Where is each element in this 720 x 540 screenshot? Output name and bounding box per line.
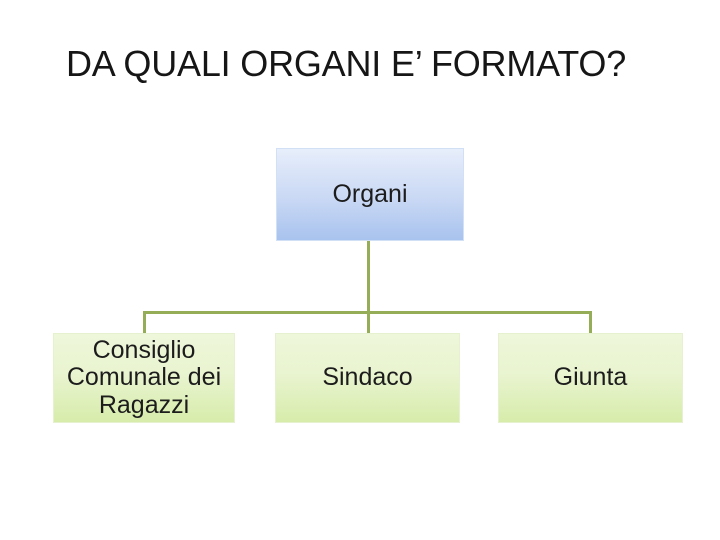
- connector-left-vertical: [143, 311, 146, 334]
- connector-middle-vertical: [367, 311, 370, 334]
- org-node-sindaco-label: Sindaco: [322, 363, 413, 392]
- org-node-giunta: Giunta: [498, 333, 683, 423]
- org-node-consiglio: Consiglio Comunale dei Ragazzi: [53, 333, 235, 423]
- org-node-giunta-label: Giunta: [553, 363, 628, 392]
- org-node-organi: Organi: [276, 148, 464, 241]
- slide-title: DA QUALI ORGANI E’ FORMATO?: [66, 43, 627, 84]
- org-node-organi-label: Organi: [332, 179, 408, 208]
- connector-root-vertical: [367, 241, 370, 313]
- org-node-sindaco: Sindaco: [275, 333, 460, 423]
- org-node-consiglio-label: Consiglio Comunale dei Ragazzi: [66, 335, 222, 419]
- connector-right-vertical: [589, 311, 592, 334]
